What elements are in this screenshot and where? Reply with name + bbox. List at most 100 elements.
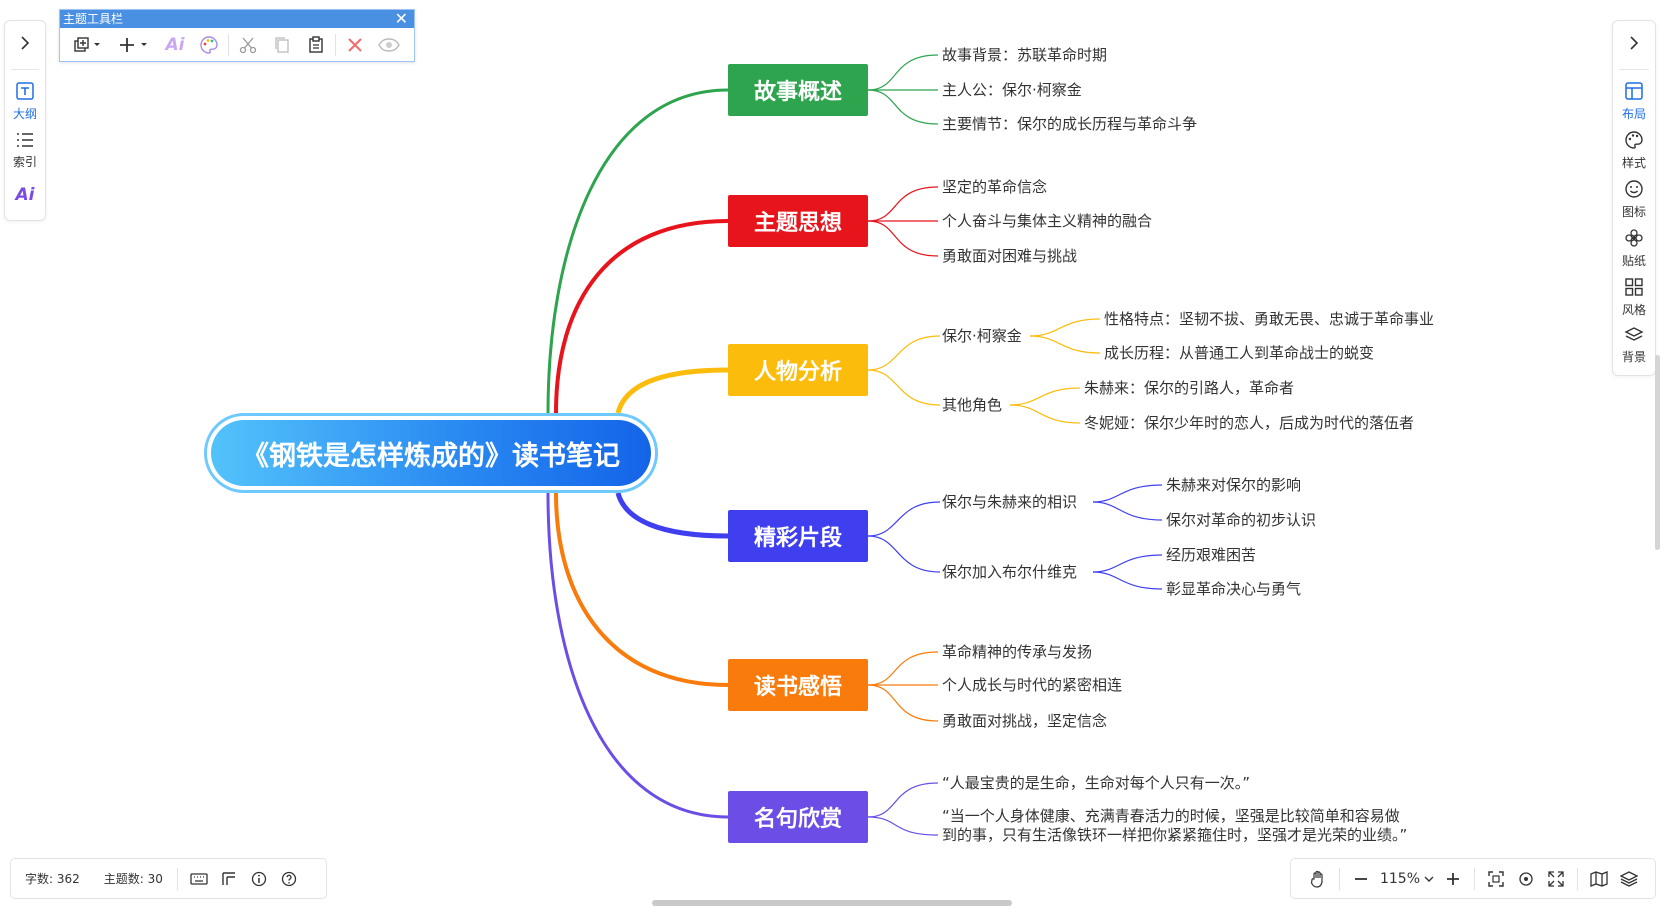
horizontal-scrollbar[interactable]: [652, 900, 1012, 906]
topic-node[interactable]: 故事背景：苏联革命时期: [942, 46, 1108, 64]
word-count: 字数: 362: [25, 872, 80, 886]
layers-icon[interactable]: [1614, 864, 1644, 894]
topic-node[interactable]: 勇敢面对困难与挑战: [942, 247, 1078, 265]
ai-icon: Ai: [15, 185, 35, 205]
info-icon[interactable]: [244, 864, 274, 894]
topic-node[interactable]: 保尔与朱赫来的相识: [942, 493, 1078, 511]
expand-left-button[interactable]: [5, 35, 45, 54]
link-root-mingju: [546, 492, 729, 819]
toolbar-divider: [228, 33, 229, 56]
branch-quotes[interactable]: 名句欣赏: [728, 791, 868, 843]
divider: [176, 867, 178, 890]
topic-node[interactable]: 朱赫来对保尔的影响: [1166, 476, 1302, 494]
link-root-renwu: [615, 367, 729, 414]
links-jingcai: [867, 484, 1163, 590]
add-topic-icon[interactable]: [112, 28, 158, 61]
branch-reflections[interactable]: 读书感悟: [728, 659, 868, 711]
ai-icon[interactable]: Ai: [165, 34, 185, 55]
topic-node[interactable]: 保尔加入布尔什维克: [942, 563, 1078, 581]
help-icon[interactable]: [274, 864, 304, 894]
panel-item-label: 布局: [1621, 107, 1646, 121]
topic-node[interactable]: “当一个人身体健康、充满青春活力的时候，坚强是比较简单和容易做到的事，只有生活像…: [942, 807, 1408, 844]
topic-node[interactable]: 其他角色: [942, 396, 1003, 414]
divider: [1474, 867, 1475, 890]
delete-icon[interactable]: [338, 28, 372, 61]
fullscreen-icon[interactable]: [1541, 864, 1571, 894]
panel-item-style[interactable]: 样式: [1613, 130, 1655, 171]
branch-theme[interactable]: 主题思想: [728, 195, 868, 247]
root-topic-label: 《钢铁是怎样炼成的》读书笔记: [211, 420, 651, 486]
zoom-select[interactable]: 115%: [1376, 871, 1438, 887]
layers-icon: [1624, 327, 1644, 341]
expand-right-button[interactable]: [1613, 35, 1655, 54]
sidebar-item-label: 索引: [12, 155, 37, 169]
topic-node[interactable]: 朱赫来：保尔的引路人，革命者: [1084, 379, 1295, 397]
chevron-down-icon: [1424, 876, 1434, 882]
structure-icon[interactable]: [214, 864, 244, 894]
paste-icon[interactable]: [299, 28, 333, 61]
branch-highlights[interactable]: 精彩片段: [728, 510, 868, 562]
topic-node[interactable]: 主人公：保尔·柯察金: [942, 81, 1082, 99]
keyboard-icon[interactable]: [184, 864, 214, 894]
topic-node[interactable]: 革命精神的传承与发扬: [942, 643, 1093, 661]
close-icon[interactable]: ✕: [394, 9, 408, 28]
branch-story-overview[interactable]: 故事概述: [728, 64, 868, 116]
topic-node[interactable]: 个人奋斗与集体主义精神的融合: [942, 212, 1153, 230]
zoom-in-button[interactable]: [1438, 864, 1468, 894]
panel-item-layout[interactable]: 布局: [1613, 81, 1655, 122]
fit-screen-icon[interactable]: [1481, 864, 1511, 894]
palette-icon[interactable]: [192, 28, 226, 61]
vertical-scrollbar[interactable]: [1655, 355, 1660, 550]
sidebar-item-ai[interactable]: Ai: [5, 185, 45, 205]
smiley-icon: [1625, 180, 1643, 198]
sidebar-item-outline[interactable]: 大纲: [5, 81, 45, 122]
right-panel: 布局 样式 图标 贴纸 风格 背景: [1612, 20, 1656, 376]
locate-icon[interactable]: [1511, 864, 1541, 894]
branch-characters[interactable]: 人物分析: [728, 344, 868, 396]
panel-item-theme[interactable]: 风格: [1613, 277, 1655, 318]
panel-item-label: 贴纸: [1621, 254, 1646, 268]
topic-node[interactable]: 性格特点：坚韧不拔、勇敢无畏、忠诚于革命事业: [1104, 310, 1435, 328]
sidebar-item-index[interactable]: 索引: [5, 131, 45, 170]
panel-item-label: 图标: [1621, 205, 1646, 219]
toolbar-titlebar: 主题工具栏 ✕: [60, 10, 414, 28]
topic-node[interactable]: “人最宝贵的是生命，生命对每个人只有一次。”: [942, 774, 1251, 792]
eye-icon[interactable]: [372, 28, 406, 61]
status-bar: 字数: 362 主题数: 30: [10, 858, 327, 899]
flower-icon: [1625, 229, 1643, 247]
topic-node[interactable]: 成长历程：从普通工人到革命战士的蜕变: [1104, 344, 1375, 362]
topic-node[interactable]: 经历艰难困苦: [1166, 546, 1257, 564]
zoom-out-button[interactable]: [1346, 864, 1376, 894]
root-topic[interactable]: 《钢铁是怎样炼成的》读书笔记: [204, 413, 658, 493]
topic-node[interactable]: 坚定的革命信念: [942, 178, 1048, 196]
topic-node[interactable]: 主要情节：保尔的成长历程与革命斗争: [942, 115, 1198, 133]
layout-icon: [1625, 82, 1643, 100]
panel-item-sticker[interactable]: 贴纸: [1613, 228, 1655, 269]
link-root-gushi: [546, 88, 729, 414]
topic-node[interactable]: 勇敢面对挑战，坚定信念: [942, 712, 1108, 730]
hand-icon[interactable]: [1303, 864, 1333, 894]
outline-icon: [16, 82, 34, 100]
topic-node[interactable]: 个人成长与时代的紧密相连: [942, 676, 1123, 694]
toolbar-divider: [335, 33, 336, 56]
panel-item-background[interactable]: 背景: [1613, 326, 1655, 365]
links-zhuti: [867, 186, 939, 257]
copy-icon[interactable]: [265, 28, 299, 61]
palette-icon: [1625, 131, 1643, 149]
topic-node[interactable]: 彰显革命决心与勇气: [1166, 580, 1302, 598]
cut-icon[interactable]: [231, 28, 265, 61]
chevron-right-icon: [21, 36, 30, 50]
panel-item-label: 风格: [1621, 303, 1646, 317]
links-renwu: [867, 318, 1101, 424]
topic-node[interactable]: 保尔·柯察金: [942, 327, 1022, 345]
chevron-right-icon: [1630, 36, 1639, 50]
map-icon[interactable]: [1584, 864, 1614, 894]
copy-style-icon[interactable]: [66, 28, 112, 61]
panel-item-icon[interactable]: 图标: [1613, 179, 1655, 220]
topic-node[interactable]: 保尔对革命的初步认识: [1166, 511, 1317, 529]
toolbar-buttons: Ai: [60, 28, 414, 61]
topic-count: 主题数: 30: [103, 872, 163, 886]
topic-node[interactable]: 冬妮娅：保尔少年时的恋人，后成为时代的落伍者: [1084, 414, 1415, 432]
theme-toolbar: 主题工具栏 ✕ Ai: [59, 9, 415, 62]
